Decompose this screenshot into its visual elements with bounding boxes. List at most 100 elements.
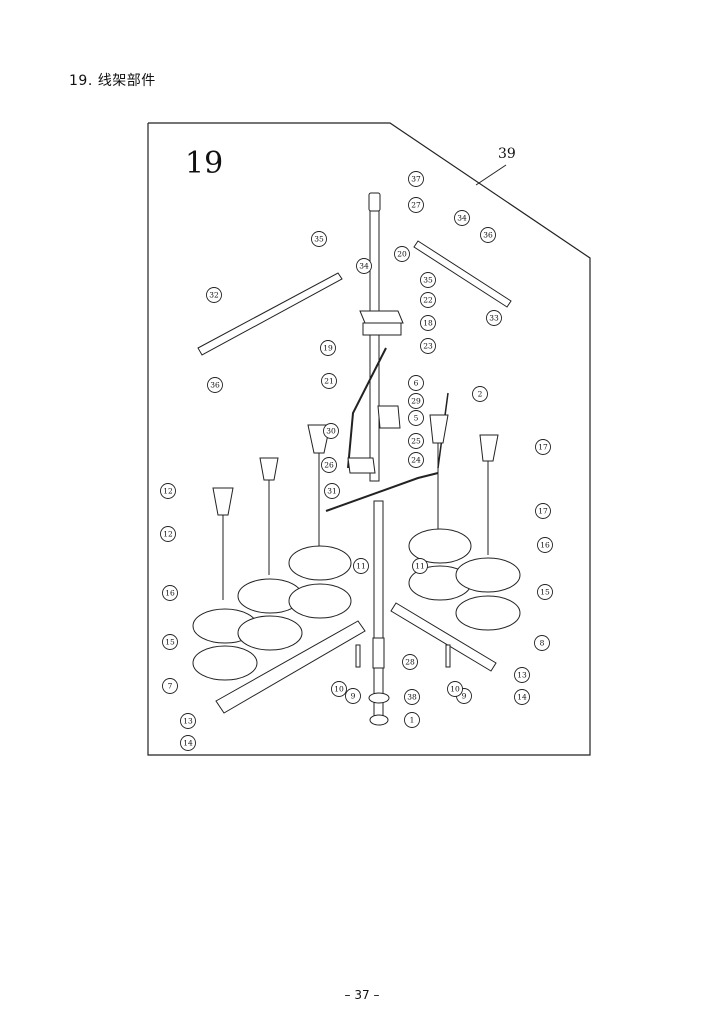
callout-label: 34 — [359, 262, 369, 271]
callout-label: 5 — [414, 414, 419, 423]
callout-12: 12 — [160, 526, 176, 542]
figure-number: 19 — [185, 146, 223, 181]
callout-label: 37 — [411, 175, 421, 184]
outer-label: 39 — [498, 146, 516, 162]
callout-21: 21 — [321, 373, 337, 389]
callout-label: 19 — [323, 344, 333, 353]
callout-7: 7 — [162, 678, 178, 694]
callout-34: 34 — [454, 210, 470, 226]
callout-17: 17 — [535, 439, 551, 455]
callout-label: 12 — [163, 487, 173, 496]
callout-20: 20 — [394, 246, 410, 262]
callout-37: 37 — [408, 171, 424, 187]
callout-12: 12 — [160, 483, 176, 499]
callout-29: 29 — [408, 393, 424, 409]
callout-label: 27 — [411, 201, 421, 210]
callout-13: 13 — [514, 667, 530, 683]
callout-31: 31 — [324, 483, 340, 499]
callout-34: 34 — [356, 258, 372, 274]
callout-16: 16 — [537, 537, 553, 553]
callout-23: 23 — [420, 338, 436, 354]
callout-33: 33 — [486, 310, 502, 326]
callout-38: 38 — [404, 689, 420, 705]
callout-label: 14 — [517, 693, 527, 702]
callout-label: 16 — [165, 589, 175, 598]
callout-17: 17 — [535, 503, 551, 519]
callout-label: 6 — [414, 379, 419, 388]
callout-32: 32 — [206, 287, 222, 303]
page-number: – 37 – — [344, 988, 380, 1002]
callout-label: 10 — [450, 685, 460, 694]
callout-label: 9 — [351, 692, 356, 701]
callout-label: 22 — [423, 296, 433, 305]
callout-label: 16 — [540, 541, 550, 550]
callout-label: 20 — [397, 250, 407, 259]
callout-label: 38 — [407, 693, 417, 702]
callout-label: 9 — [462, 692, 467, 701]
callout-label: 18 — [423, 319, 433, 328]
callout-label: 15 — [165, 638, 175, 647]
callout-label: 8 — [540, 639, 545, 648]
callout-label: 36 — [210, 381, 220, 390]
callout-25: 25 — [408, 433, 424, 449]
callout-5: 5 — [408, 410, 424, 426]
callout-label: 13 — [183, 717, 193, 726]
callout-18: 18 — [420, 315, 436, 331]
callout-27: 27 — [408, 197, 424, 213]
callout-label: 11 — [356, 562, 366, 571]
callout-22: 22 — [420, 292, 436, 308]
callout-label: 17 — [538, 443, 548, 452]
callout-label: 33 — [489, 314, 499, 323]
exploded-parts-diagram: 19 39 — [147, 122, 591, 756]
callout-14: 14 — [514, 689, 530, 705]
callout-label: 36 — [483, 231, 493, 240]
callout-13: 13 — [180, 713, 196, 729]
callout-10: 10 — [331, 681, 347, 697]
callout-36: 36 — [480, 227, 496, 243]
callout-28: 28 — [402, 654, 418, 670]
callout-9: 9 — [345, 688, 361, 704]
callout-label: 29 — [411, 397, 421, 406]
callout-26: 26 — [321, 457, 337, 473]
callout-15: 15 — [537, 584, 553, 600]
callout-11: 11 — [353, 558, 369, 574]
callout-label: 17 — [538, 507, 548, 516]
section-title: 19. 线架部件 — [69, 73, 156, 89]
callout-2: 2 — [472, 386, 488, 402]
callout-24: 24 — [408, 452, 424, 468]
callout-label: 24 — [411, 456, 421, 465]
callout-6: 6 — [408, 375, 424, 391]
callout-label: 15 — [540, 588, 550, 597]
callout-label: 10 — [334, 685, 344, 694]
callout-label: 11 — [415, 562, 425, 571]
callout-label: 23 — [423, 342, 433, 351]
callout-label: 1 — [410, 716, 415, 725]
callout-label: 13 — [517, 671, 527, 680]
callout-label: 26 — [324, 461, 334, 470]
callout-label: 35 — [314, 235, 324, 244]
callout-35: 35 — [311, 231, 327, 247]
callout-35: 35 — [420, 272, 436, 288]
diagram-frame — [147, 122, 591, 756]
thread-stand-drawing: 19 39 — [147, 122, 591, 756]
callout-11: 11 — [412, 558, 428, 574]
callout-label: 12 — [163, 530, 173, 539]
callout-10: 10 — [447, 681, 463, 697]
callout-label: 31 — [327, 487, 337, 496]
callout-label: 35 — [423, 276, 433, 285]
callout-label: 34 — [457, 214, 467, 223]
callout-label: 21 — [324, 377, 334, 386]
callout-label: 32 — [209, 291, 219, 300]
callout-14: 14 — [180, 735, 196, 751]
callout-label: 2 — [478, 390, 483, 399]
callout-8: 8 — [534, 635, 550, 651]
callout-30: 30 — [323, 423, 339, 439]
callout-label: 14 — [183, 739, 193, 748]
callout-15: 15 — [162, 634, 178, 650]
callout-label: 30 — [326, 427, 336, 436]
callout-1: 1 — [404, 712, 420, 728]
callout-label: 7 — [168, 682, 173, 691]
callout-label: 25 — [411, 437, 421, 446]
callout-19: 19 — [320, 340, 336, 356]
